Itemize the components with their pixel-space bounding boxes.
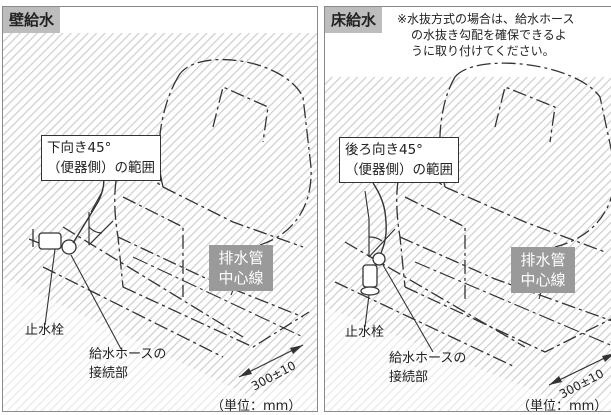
- drain-line-1: 排水管: [218, 249, 264, 267]
- supply-hose: [72, 176, 105, 244]
- note-line-3: うに取り付けてください。: [411, 44, 555, 58]
- angle-range-callout: 下向き45° （便器側）の範囲: [41, 135, 161, 181]
- callout-line-1: 下向き45°: [47, 140, 112, 156]
- wall-supply-panel: 壁給水 下向き45° （便器側）の範囲 排水管 中心線 止水栓 給水ホースの 接…: [2, 6, 318, 412]
- stop-valve-icon: [360, 252, 386, 296]
- drain-line-1: 排水管: [520, 251, 566, 269]
- floor-supply-title: 床給水: [325, 7, 383, 33]
- angle-45-indicator: [368, 219, 396, 258]
- angle-range-callout: 後ろ向き45° （便器側）の範囲: [339, 137, 459, 183]
- stop-valve-label: 止水栓: [25, 323, 65, 338]
- stop-valve-label: 止水栓: [345, 325, 385, 340]
- callout-line-2: （便器側）の範囲: [345, 162, 453, 178]
- wall-supply-title: 壁給水: [3, 7, 61, 33]
- hose-connection-label: 給水ホースの 接続部: [389, 349, 466, 387]
- note-line-1: ※水抜方式の場合は、給水ホース: [397, 12, 575, 26]
- unit-label: （単位：mm）: [211, 399, 302, 412]
- hose-line-2: 接続部: [89, 366, 129, 381]
- floor-supply-illustration: [325, 62, 611, 411]
- floor-supply-panel: 床給水 ※水抜方式の場合は、給水ホース の水抜き勾配を確保できるよ うに取り付け…: [324, 6, 611, 412]
- drain-label-bg: [511, 247, 575, 293]
- angle-45-indicator: [88, 212, 114, 246]
- note-line-2: の水抜き勾配を確保できるよ: [411, 28, 567, 42]
- drain-center-label: 排水管 中心線: [511, 249, 575, 291]
- callout-line-2: （便器側）の範囲: [47, 160, 155, 176]
- drain-label-bg: [209, 245, 273, 291]
- hose-line-2: 接続部: [389, 370, 429, 385]
- callout-line-1: 後ろ向き45°: [345, 142, 423, 158]
- wall-supply-illustration: [3, 33, 317, 411]
- supply-hose: [372, 182, 387, 254]
- drain-center-label: 排水管 中心線: [209, 247, 273, 289]
- drain-line-2: 中心線: [520, 271, 566, 289]
- hose-line-1: 給水ホースの: [389, 351, 467, 366]
- unit-label: （単位：mm）: [517, 399, 608, 412]
- stop-valve-icon: [28, 229, 77, 255]
- hose-connection-label: 給水ホースの 接続部: [89, 345, 166, 383]
- drain-line-2: 中心線: [218, 269, 264, 287]
- hose-line-1: 給水ホースの: [89, 347, 167, 362]
- drain-method-note: ※水抜方式の場合は、給水ホース の水抜き勾配を確保できるよ うに取り付けてくださ…: [397, 11, 611, 59]
